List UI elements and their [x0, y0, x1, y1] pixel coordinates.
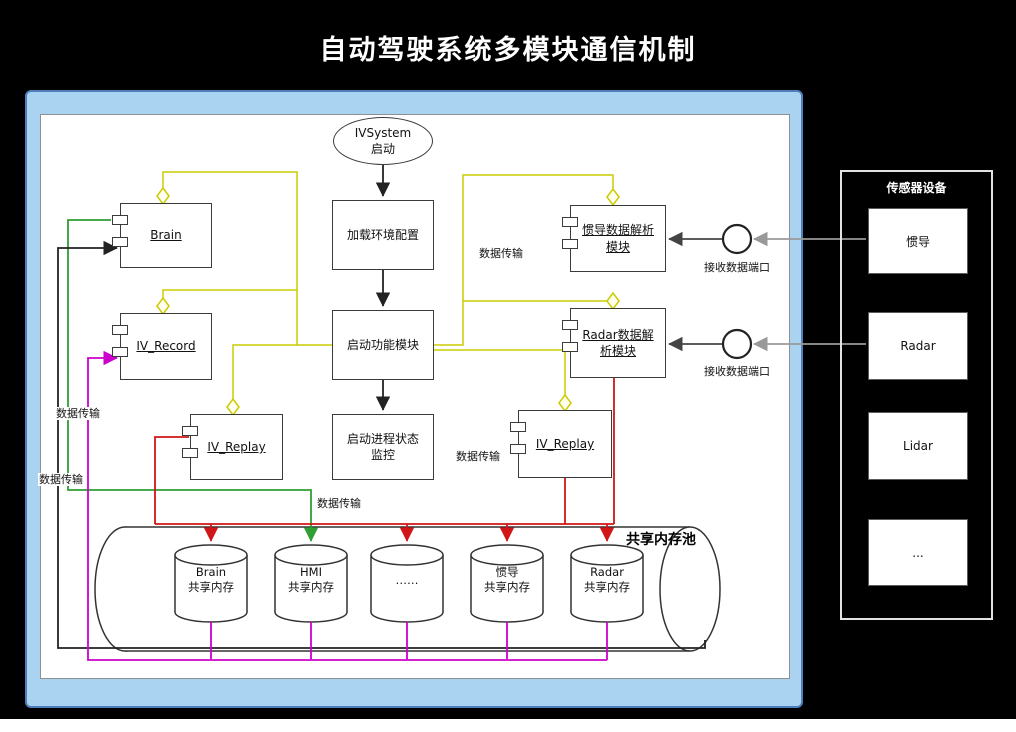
memory-cylinder-others [370, 544, 444, 623]
receive-port-circles [721, 223, 753, 360]
page-title: 自动驾驶系统多模块通信机制 [319, 35, 697, 66]
component-radar-parser: Radar数据解 析模块 [562, 308, 666, 378]
component-iv-record-label: IV_Record [136, 339, 196, 354]
brain-to-hmi-edge [67, 219, 319, 542]
memory-cylinder-label-hmi: HMI 共享内存 [288, 565, 334, 594]
component-tab-icon [112, 325, 128, 335]
component-brain: Brain [112, 203, 212, 268]
bottom-strip [0, 719, 1016, 732]
write-to-memory-edges [154, 378, 615, 542]
component-tab-icon [562, 217, 578, 227]
component-tab-icon [112, 215, 128, 225]
edge-label-data-transfer-right-mid: 数据传输 [455, 450, 501, 464]
component-iv-replay-left: IV_Replay [182, 414, 283, 480]
component-iv-replay-right-label: IV_Replay [535, 436, 595, 451]
component-iv-record: IV_Record [112, 313, 212, 380]
edge-label-data-transfer-left-mid: 数据传输 [55, 407, 101, 421]
component-ins-parser-label: 惯导数据解析 模块 [581, 223, 654, 254]
component-tab-icon [112, 347, 128, 357]
receive-port-circle-ins [721, 223, 753, 255]
memory-pool-title: 共享内存池 [626, 532, 696, 548]
sensor-box-lidar: Lidar [868, 412, 968, 480]
sensor-box-radar: Radar [868, 312, 968, 380]
component-tab-icon [510, 422, 526, 432]
pool-to-brain-edge [57, 240, 706, 649]
sensor-box-more: ... [868, 519, 968, 586]
start-ellipse: IVSystem 启动 [333, 117, 433, 165]
memory-cylinder-label-radar: Radar 共享内存 [584, 565, 630, 594]
receive-port-label-radar: 接收数据端口 [704, 365, 770, 378]
memory-cylinder-brain [174, 544, 248, 623]
memory-cylinder-label-brain: Brain 共享内存 [188, 565, 234, 594]
memory-cylinder-radar [570, 544, 644, 623]
memory-cylinder-label-ins: 惯导 共享内存 [484, 565, 530, 594]
component-tab-icon [562, 239, 578, 249]
component-ins-parser: 惯导数据解析 模块 [562, 205, 666, 272]
component-tab-icon [182, 426, 198, 436]
edge-label-data-transfer-center: 数据传输 [316, 497, 362, 511]
edge-label-data-transfer-left-low: 数据传输 [38, 473, 84, 487]
receive-port-label-ins: 接收数据端口 [704, 261, 770, 274]
memory-cylinder-ins [470, 544, 544, 623]
load-config-box: 加载环境配置 [332, 200, 434, 270]
receive-port-circle-radar [721, 328, 753, 360]
component-tab-icon [182, 448, 198, 458]
process-monitor-box: 启动进程状态 监控 [332, 414, 434, 480]
memory-cylinder-label-others: …… [395, 572, 419, 587]
component-tab-icon [112, 237, 128, 247]
sensor-data-arrows [668, 231, 866, 352]
edge-label-data-transfer-right-top: 数据传输 [478, 247, 524, 261]
composition-diamond-icons [156, 186, 620, 417]
component-iv-replay-right: IV_Replay [510, 410, 612, 478]
component-iv-replay-left-label: IV_Replay [207, 439, 266, 454]
memories-to-record-edges [87, 350, 608, 661]
sensor-panel-title: 传感器设备 [886, 181, 947, 195]
component-tab-icon [562, 342, 578, 352]
sensor-box-ins: 惯导 [868, 208, 968, 274]
component-tab-icon [562, 320, 578, 330]
component-radar-parser-label: Radar数据解 析模块 [582, 327, 654, 358]
sensor-panel: 传感器设备 惯导 Radar Lidar ... [840, 170, 993, 620]
component-tab-icon [510, 444, 526, 454]
start-function-modules-box: 启动功能模块 [332, 310, 434, 380]
memory-cylinder-hmi [274, 544, 348, 623]
component-brain-label: Brain [150, 228, 182, 243]
